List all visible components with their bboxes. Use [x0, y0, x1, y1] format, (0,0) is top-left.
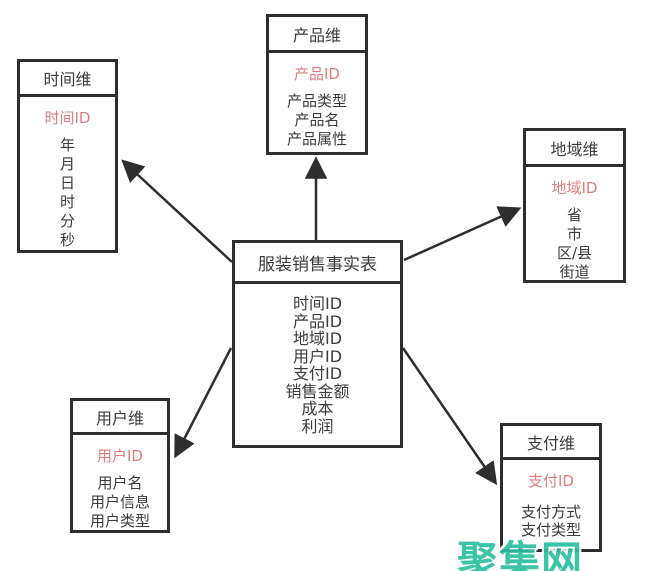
arrow-fact-to-time [121, 159, 233, 263]
arrow-fact-to-user [174, 347, 233, 459]
field: 支付ID [292, 364, 343, 383]
attribute: 产品名 [294, 111, 340, 129]
attribute-list: 产品类型 产品名 产品属性 [269, 92, 365, 149]
attribute: 月 [59, 155, 75, 173]
dimension-table-user: 用户维 用户ID 用户名 用户信息 用户类型 [70, 398, 170, 533]
attribute-list: 用户名 用户信息 用户类型 [73, 474, 167, 531]
arrow-fact-to-region [403, 206, 522, 262]
field: 产品ID [292, 311, 343, 331]
dimension-table-time: 时间维 时间ID 年 月 日 时 分 秒 [17, 59, 118, 253]
primary-key: 时间ID [44, 109, 91, 127]
attribute-list: 年 月 日 时 分 秒 [20, 136, 115, 250]
field-list: 时间ID 产品ID 地域ID 用户ID 支付ID 销售金额 成本 利润 [235, 295, 400, 435]
attribute: 年 [59, 136, 75, 154]
table-title: 用户维 [73, 401, 167, 435]
primary-key: 支付ID [528, 472, 574, 490]
arrow-fact-to-payment [401, 347, 498, 486]
attribute: 秒 [59, 231, 75, 249]
field: 利润 [301, 416, 334, 436]
primary-key: 地域ID [551, 179, 598, 197]
dimension-table-product: 产品维 产品ID 产品类型 产品名 产品属性 [266, 14, 368, 155]
fact-table: 服装销售事实表 时间ID 产品ID 地域ID 用户ID 支付ID 销售金额 成本… [232, 240, 403, 448]
primary-key: 产品ID [294, 65, 340, 83]
dimension-table-region: 地域维 地域ID 省 市 区/县 街道 [523, 128, 626, 283]
table-title: 时间维 [20, 62, 115, 97]
watermark-logo: 聚集网 [457, 537, 583, 571]
field: 成本 [301, 399, 334, 418]
table-title: 支付维 [503, 426, 599, 460]
attribute: 分 [59, 212, 75, 230]
field: 时间ID [292, 294, 343, 313]
attribute: 省 [566, 206, 582, 224]
attribute: 市 [566, 225, 582, 243]
field: 销售金额 [285, 381, 350, 401]
attribute-list: 省 市 区/县 街道 [526, 206, 623, 282]
table-title: 产品维 [269, 17, 365, 53]
attribute: 产品类型 [286, 92, 347, 110]
dimension-table-payment: 支付维 支付ID 支付方式 支付类型 [500, 423, 602, 552]
attribute: 用户类型 [89, 512, 150, 530]
attribute: 区/县 [556, 244, 593, 262]
attribute: 支付方式 [520, 503, 581, 521]
attribute-list: 支付方式 支付类型 [503, 503, 599, 539]
attribute: 街道 [559, 263, 590, 281]
attribute: 时 [59, 193, 75, 211]
attribute: 支付类型 [520, 521, 581, 539]
attribute: 产品属性 [286, 130, 347, 148]
attribute: 用户名 [97, 474, 143, 492]
field: 地域ID [292, 329, 343, 348]
attribute: 用户信息 [89, 493, 150, 511]
table-title: 地域维 [526, 131, 623, 167]
field: 用户ID [292, 346, 343, 366]
attribute: 日 [59, 174, 75, 192]
table-title: 服装销售事实表 [235, 243, 400, 284]
primary-key: 用户ID [97, 447, 143, 465]
